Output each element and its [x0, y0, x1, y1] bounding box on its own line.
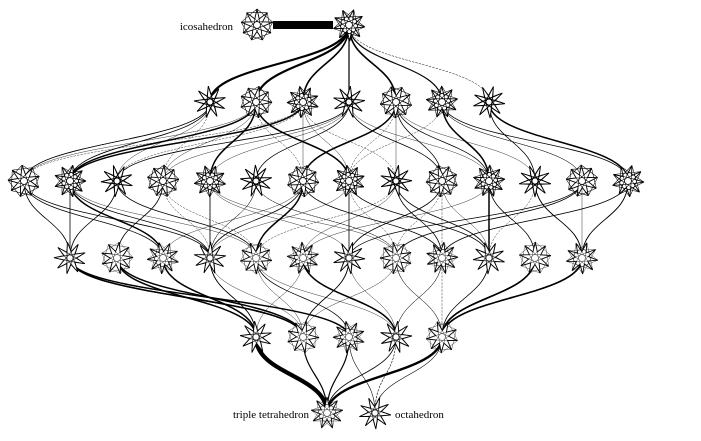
polyhedron-icon — [54, 165, 87, 197]
polyhedron-icon — [333, 85, 366, 118]
edge-layer — [23, 21, 629, 416]
polyhedron-icon — [332, 165, 365, 197]
edge — [441, 257, 583, 338]
polyhedron-icon — [286, 241, 319, 274]
edge — [302, 101, 397, 182]
polyhedron-icon — [519, 241, 551, 274]
edge — [255, 101, 350, 182]
polyhedron-icon — [473, 164, 506, 197]
edge — [348, 24, 490, 103]
edge — [253, 334, 330, 416]
edge — [488, 180, 536, 259]
polyhedron-icon — [194, 165, 226, 198]
edge — [209, 257, 257, 338]
edge — [116, 257, 257, 338]
edge — [348, 101, 443, 182]
edge — [23, 101, 304, 182]
polyhedron-icon — [286, 86, 319, 118]
polyhedron-icon — [287, 321, 320, 353]
polyhedron-icon — [311, 396, 343, 429]
edge — [209, 180, 350, 259]
edge-icosahedron-link — [273, 21, 333, 29]
polyhedron-icon — [379, 242, 412, 274]
edge — [162, 180, 304, 259]
polyhedron-icon — [287, 165, 320, 198]
polyhedron-icon — [147, 164, 180, 197]
label-octahedron: octahedron — [395, 409, 444, 421]
edge — [488, 101, 629, 182]
polyhedron-icon — [240, 242, 272, 275]
polyhedron-icon — [426, 85, 458, 118]
edge — [325, 335, 444, 415]
polyhedron-icon — [612, 165, 645, 198]
polyhedron-icon — [333, 242, 366, 275]
edge — [209, 180, 304, 259]
edge — [441, 101, 629, 182]
edge — [255, 257, 304, 338]
polyhedron-icon — [333, 9, 366, 42]
polyhedron-icon — [240, 164, 272, 197]
edge — [69, 180, 257, 259]
polyhedron-icon — [380, 165, 413, 197]
label-icosahedron: icosahedron — [180, 21, 234, 33]
edge — [162, 257, 257, 338]
polyhedron-icon — [380, 320, 413, 353]
edge — [488, 101, 536, 182]
polyhedron-icon — [239, 320, 272, 353]
edge — [208, 23, 351, 104]
polyhedron-icon — [7, 164, 40, 197]
polyhedron-icon — [240, 86, 273, 119]
polyhedron-icon — [566, 242, 598, 275]
polyhedron-icon — [472, 242, 505, 275]
polyhedron-icon — [379, 86, 412, 119]
edge — [69, 101, 304, 182]
polyhedron-icon — [425, 165, 458, 198]
edge — [209, 180, 397, 259]
polyhedron-icon — [193, 85, 226, 118]
polyhedron-icon — [519, 165, 551, 198]
edge — [162, 101, 350, 182]
polyhedron-icon — [146, 242, 179, 275]
edge — [254, 23, 351, 104]
edge — [116, 101, 304, 182]
polyhedron-icon — [473, 86, 506, 119]
node-layer — [7, 8, 645, 430]
edge — [255, 257, 350, 338]
edge — [441, 257, 490, 338]
polyhedron-icon — [565, 164, 598, 197]
polyhedron-icon — [425, 321, 458, 354]
polyhedron-icon — [240, 8, 274, 41]
edge — [23, 101, 257, 182]
edge — [348, 180, 583, 259]
edge — [395, 101, 490, 182]
edge — [302, 180, 490, 259]
edge — [348, 24, 443, 103]
polyhedron-icon — [332, 321, 365, 353]
edge — [255, 180, 397, 259]
edge — [116, 101, 350, 182]
polyhedron-icon — [100, 165, 133, 198]
edge — [302, 24, 350, 103]
polyhedron-icon — [426, 241, 459, 274]
label-triple-tetrahedron: triple tetrahedron — [233, 409, 310, 421]
polyhedron-icon — [101, 242, 134, 274]
polyhedron-icon — [194, 241, 226, 274]
polyhedron-icon — [53, 242, 86, 274]
polyhedron-icon — [359, 397, 392, 430]
edge — [162, 180, 257, 259]
